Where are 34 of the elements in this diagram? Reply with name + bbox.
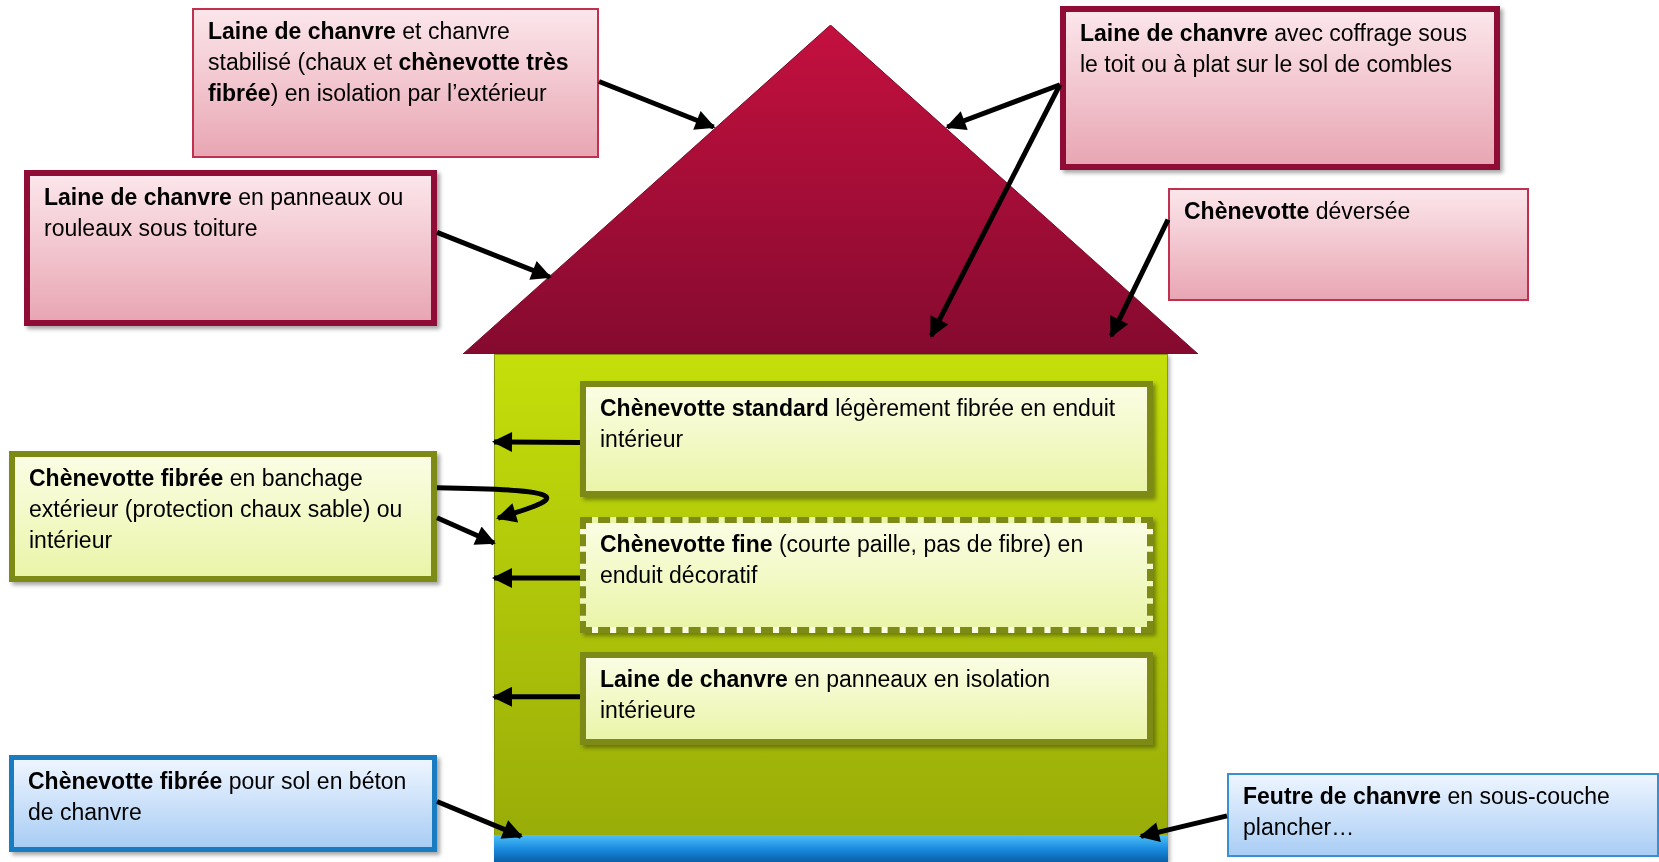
callout-text: Laine de chanvre avec coffrage sous le toit ou à plat sur le sol de combles xyxy=(1079,19,1468,79)
arrow xyxy=(436,230,552,280)
callout-text: Chènevotte standard légèrement fibrée en enduit intérieur xyxy=(599,394,1117,454)
callout-box xyxy=(24,170,437,326)
arrow xyxy=(1109,218,1171,338)
callout-box xyxy=(9,451,437,582)
callout-box xyxy=(1060,6,1500,170)
arrow xyxy=(598,79,716,130)
callout-box xyxy=(580,652,1153,745)
callout-text: Chènevotte déversée xyxy=(1183,197,1412,226)
callout-box xyxy=(580,381,1153,497)
house-wall xyxy=(494,354,1168,862)
arrow xyxy=(436,515,496,546)
callout-text: Laine de chanvre et chanvre stabilisé (chaux et chènevotte très fibrée) en isolation par l’extérieur xyxy=(207,17,570,108)
callout-box xyxy=(9,755,437,852)
callout-text: Chènevotte fibrée pour sol en béton de chanvre xyxy=(27,767,408,827)
arrow xyxy=(436,799,523,839)
arrow xyxy=(492,432,580,452)
callout-text: Laine de chanvre en panneaux en isolation intérieure xyxy=(599,665,1052,725)
callout-text: Feutre de chanvre en sous-couche plancher… xyxy=(1242,782,1611,842)
arrow xyxy=(492,686,580,707)
callout-text: Laine de chanvre en panneaux ou rouleaux sous toiture xyxy=(43,183,405,243)
arrow xyxy=(945,82,1061,131)
callout-text: Chènevotte fine (courte paille, pas de fibre) en enduit décoratif xyxy=(599,530,1085,590)
callout-text: Chènevotte fibrée en banchage extérieur (protection chaux sable) ou intérieur xyxy=(28,464,404,555)
callout-box xyxy=(1227,773,1659,857)
callout-box xyxy=(192,8,599,158)
arrow xyxy=(492,568,580,588)
arrow xyxy=(928,83,1063,338)
floor-slab xyxy=(494,835,1168,862)
callout-box xyxy=(1168,188,1529,301)
arrow xyxy=(1139,813,1228,842)
callout-box xyxy=(580,517,1153,633)
arrow xyxy=(436,485,549,523)
